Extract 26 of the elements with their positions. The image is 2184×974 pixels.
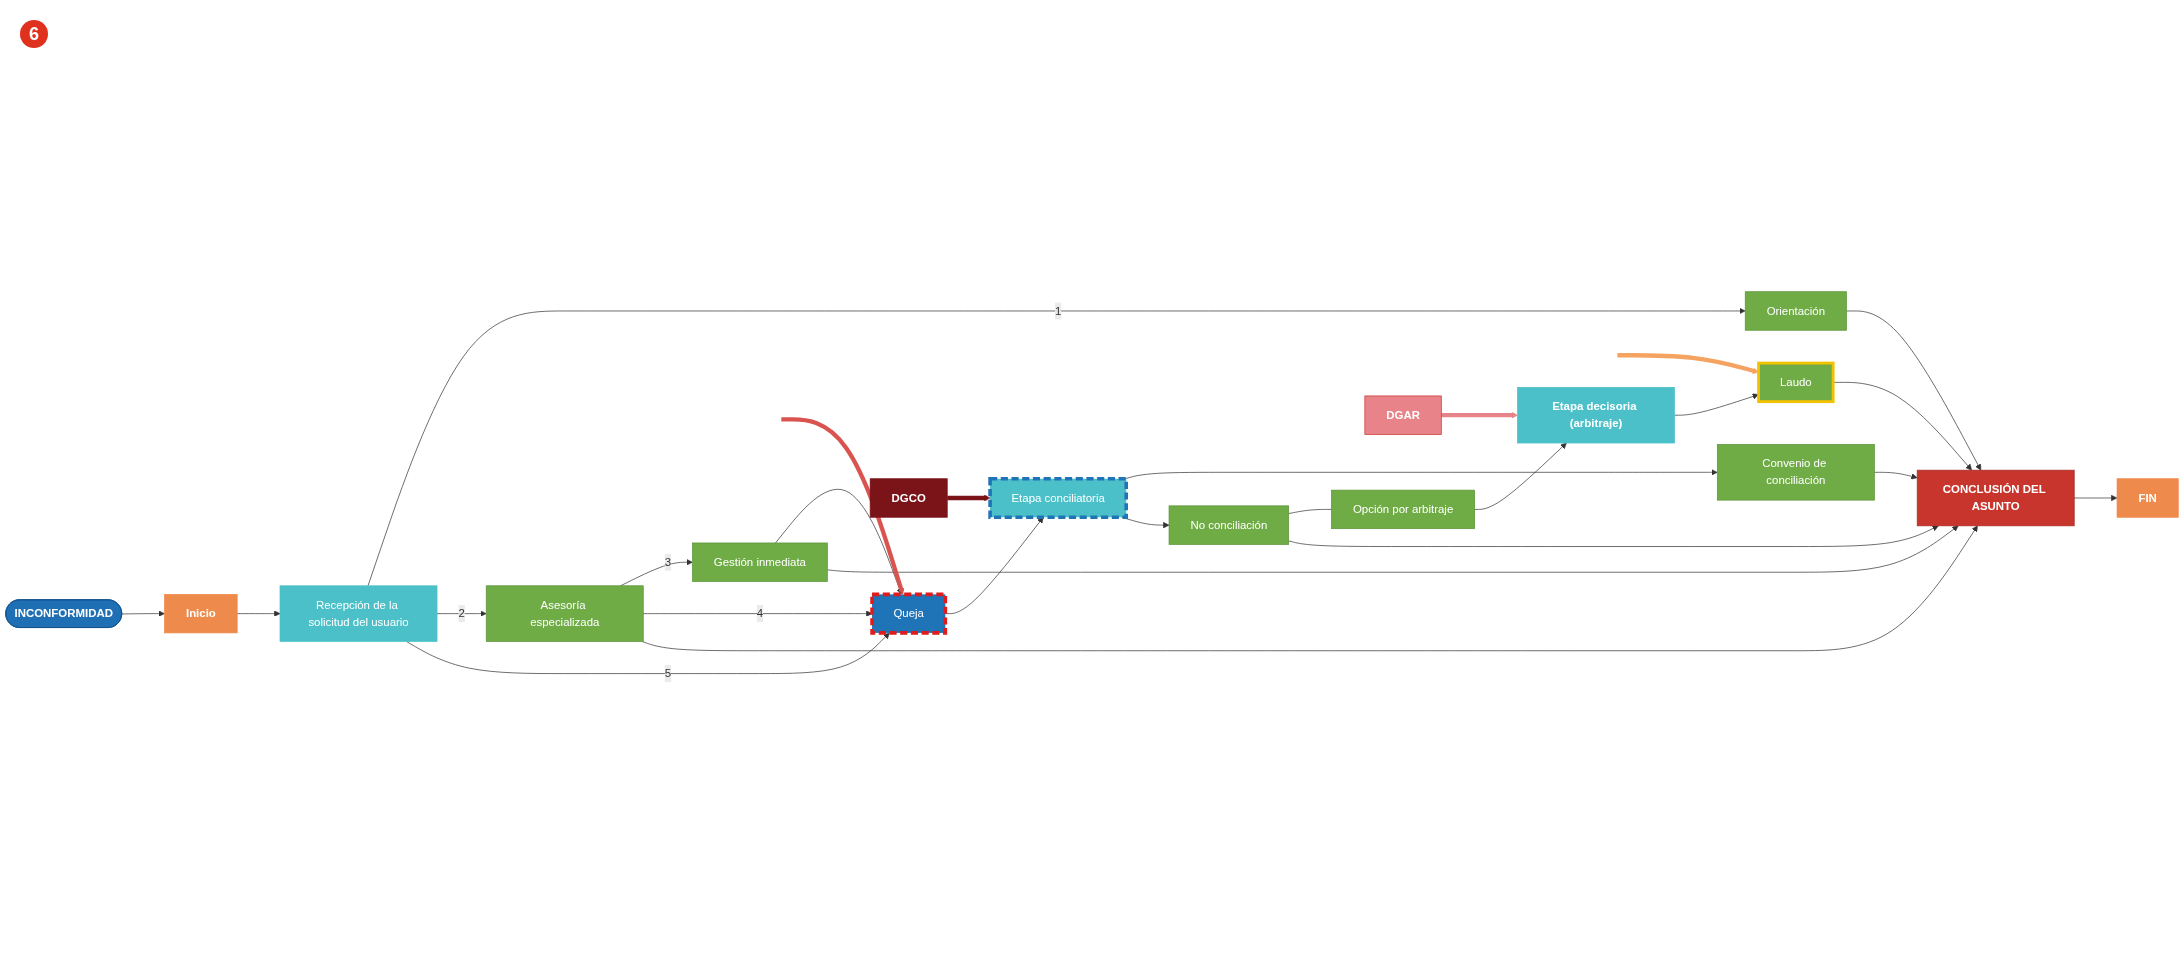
arrow bbox=[1441, 412, 1518, 419]
edge-label: 1 bbox=[1054, 304, 1062, 317]
node-box: Opción por arbitraje bbox=[1331, 489, 1475, 530]
number-badge: 6 bbox=[20, 20, 48, 48]
node-box: CONCLUSIÓN DEL ASUNTO bbox=[1916, 469, 2075, 527]
node-box: Recepción de la solicitud del usuario bbox=[279, 585, 438, 642]
arrow bbox=[1617, 353, 1759, 374]
node-box: DGCO bbox=[869, 478, 948, 518]
edge-label: 5 bbox=[664, 667, 672, 680]
node-box: Queja bbox=[870, 592, 948, 635]
node-box: Asesoría especializada bbox=[485, 585, 644, 642]
connector bbox=[1288, 509, 1332, 514]
node-box: Laudo bbox=[1757, 361, 1835, 404]
node-box: No conciliación bbox=[1168, 505, 1290, 545]
edge-label: 4 bbox=[756, 607, 764, 620]
edge-label: 3 bbox=[664, 555, 672, 569]
node-box: Etapa conciliatoria bbox=[988, 477, 1128, 520]
arrow bbox=[781, 417, 905, 595]
node-box: Convenio de conciliación bbox=[1716, 444, 1875, 501]
node-box: FIN bbox=[2116, 478, 2179, 518]
node-box: DGAR bbox=[1364, 395, 1442, 435]
edge-label: 2 bbox=[458, 607, 465, 620]
node-box: Etapa decisoria (arbitraje) bbox=[1517, 387, 1675, 444]
node-box: Inicio bbox=[164, 594, 238, 634]
node-box: Gestión inmediata bbox=[692, 542, 828, 582]
node-box: Orientación bbox=[1744, 291, 1847, 331]
